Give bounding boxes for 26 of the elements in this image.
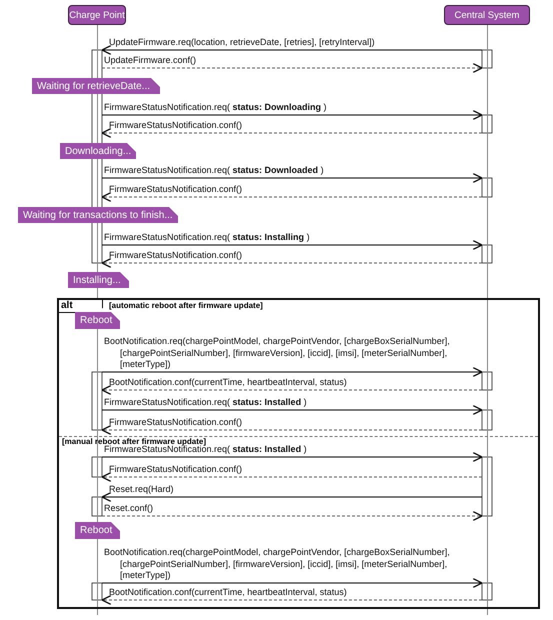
message-label: FirmwareStatusNotification.conf()	[109, 184, 242, 196]
message-label: FirmwareStatusNotification.req( status: Installed )	[104, 444, 307, 456]
message-label: Reset.conf()	[104, 503, 154, 514]
message-label: BootNotification.conf(currentTime, heartbeatInterval, status)	[109, 587, 347, 598]
message-label: FirmwareStatusNotification.conf()	[109, 464, 242, 476]
frame-operator: alt	[59, 300, 103, 313]
note-box: Waiting for transactions to finish...	[18, 207, 178, 223]
message-label: BootNotification.req(chargePointModel, chargePointVendor, [chargeBoxSerialNumber], [chargePointSerialNumber], [firmwareVersion], [iccid], [imsi], [meterSerialNumber], [meterType])	[104, 336, 451, 370]
message-label: BootNotification.conf(currentTime, heartbeatInterval, status)	[109, 377, 347, 388]
message-label: UpdateFirmware.conf()	[104, 55, 196, 66]
message-label: FirmwareStatusNotification.conf()	[109, 120, 242, 132]
message-label: FirmwareStatusNotification.req( status: Installed )	[104, 397, 307, 408]
message-label: FirmwareStatusNotification.req( status: Installing )	[104, 232, 310, 244]
message-label: FirmwareStatusNotification.req( status: Downloading )	[104, 102, 327, 114]
note-box: Waiting for retrieveDate...	[32, 78, 160, 94]
message-label: UpdateFirmware.req(location, retrieveDate, [retries], [retryInterval])	[109, 37, 375, 48]
message-label: FirmwareStatusNotification.conf()	[109, 417, 242, 428]
message-label: FirmwareStatusNotification.req( status: Downloaded )	[104, 165, 324, 176]
note-box: Downloading...	[60, 143, 136, 159]
guard-condition: [manual reboot after firmware update]	[62, 437, 206, 446]
guard-condition: [automatic reboot after firmware update]	[109, 301, 263, 310]
participant-box: Central System	[444, 5, 530, 25]
message-label: FirmwareStatusNotification.conf()	[109, 250, 242, 262]
participant-box: Charge Point	[68, 5, 126, 25]
message-label: BootNotification.req(chargePointModel, chargePointVendor, [chargeBoxSerialNumber], [chargePointSerialNumber], [firmwareVersion], [iccid], [imsi], [meterSerialNumber], [meterType])	[104, 547, 451, 582]
message-label: Reset.req(Hard)	[109, 484, 174, 496]
